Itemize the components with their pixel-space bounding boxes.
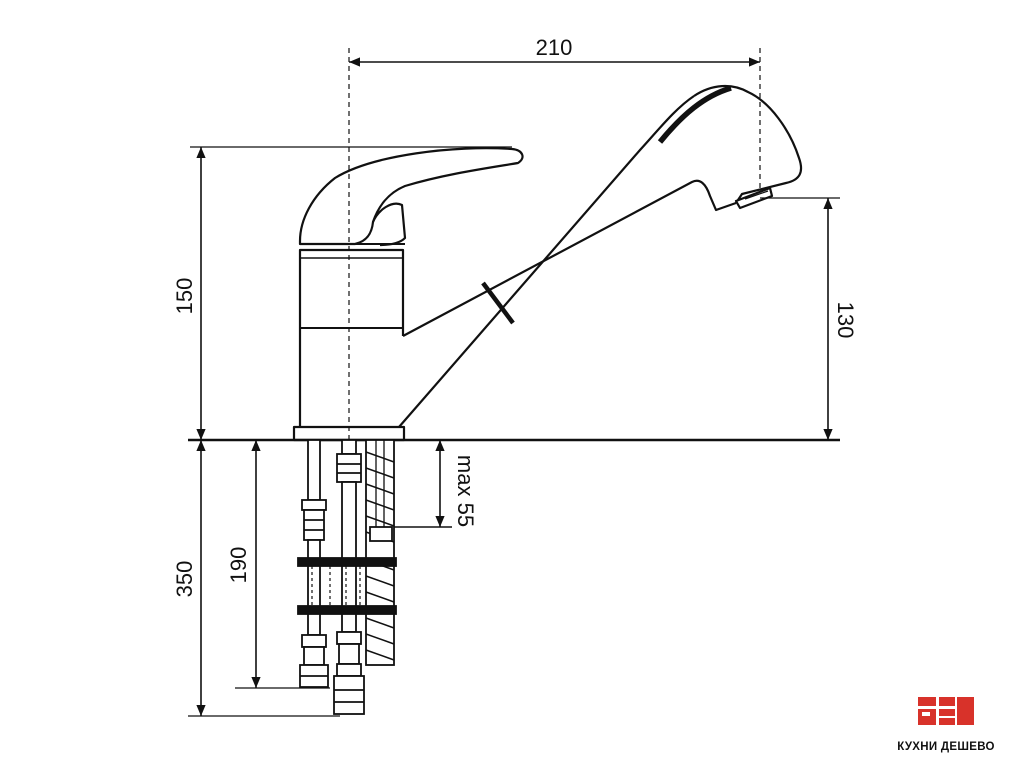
dim-350-label: 350	[172, 561, 197, 598]
under-counter-assembly	[297, 439, 397, 715]
threaded-stud	[365, 439, 395, 666]
extension-lines	[188, 48, 840, 717]
dim-190-label: 190	[226, 547, 251, 584]
middle-supply-hose	[333, 439, 365, 715]
dimension-lines	[196, 57, 833, 716]
fixing-bracket	[311, 566, 361, 606]
spout-upper-edge	[402, 179, 737, 337]
faucet-body	[292, 85, 803, 442]
logo-caption: КУХНИ ДЕШЕВО	[897, 741, 995, 753]
spray-nozzle-line	[744, 190, 769, 200]
fixing-plate-bottom	[297, 605, 397, 615]
dim-210-label: 210	[536, 35, 573, 60]
spray-head-grip	[657, 85, 732, 144]
dim-130-label: 130	[833, 302, 858, 339]
dim-max55-label: max 55	[453, 455, 478, 527]
logo-mark	[918, 697, 974, 725]
faucet-column	[298, 248, 405, 427]
spray-head	[693, 85, 803, 204]
dim-150-label: 150	[172, 278, 197, 315]
brand-logo: КУХНИ ДЕШЕВО	[897, 697, 995, 753]
spout-lower-edge	[398, 95, 695, 428]
spout-joint-mark	[481, 281, 515, 325]
fixing-plate-top	[297, 557, 397, 567]
lever-handle	[298, 147, 524, 246]
